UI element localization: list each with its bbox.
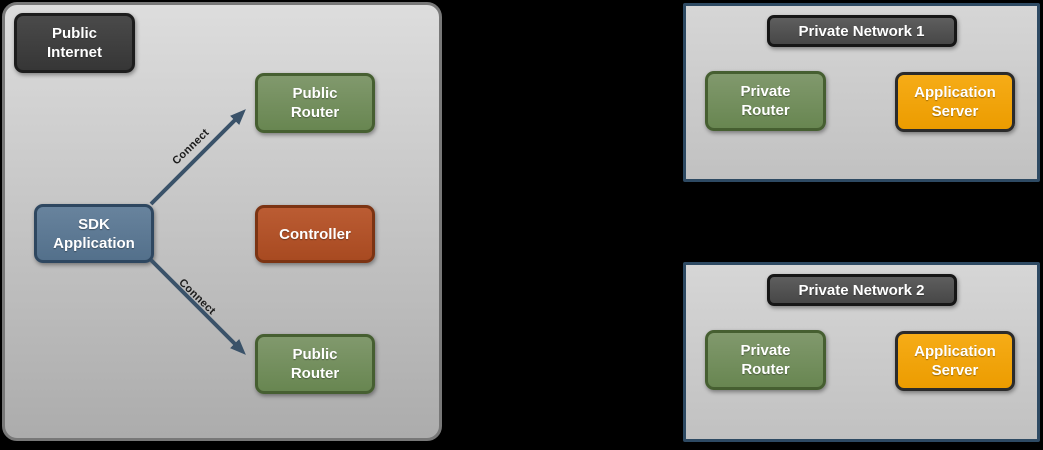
application-server-1-text: Application Server bbox=[914, 84, 996, 120]
sdk-application-text: SDK Application bbox=[53, 215, 135, 252]
public-router-top-text: Public Router bbox=[290, 85, 340, 121]
node-application-server-2: Application Server bbox=[895, 331, 1015, 391]
public-internet-label: Public Internet bbox=[14, 13, 135, 73]
public-internet-zone: Public Internet Public Router SDK Applic… bbox=[2, 2, 442, 441]
private-network-2-title-text: Private Network 2 bbox=[798, 281, 925, 299]
controller-text: Controller bbox=[279, 225, 351, 243]
private-network-1-title: Private Network 1 bbox=[766, 15, 957, 47]
public-internet-text: Public Internet bbox=[46, 25, 102, 61]
node-public-router-bottom: Public Router bbox=[255, 334, 375, 394]
private-network-2-title: Private Network 2 bbox=[766, 274, 957, 306]
private-network-1: Private Network 1 Private Router Applica… bbox=[683, 3, 1040, 182]
node-private-router-1: Private Router bbox=[705, 71, 826, 131]
node-private-router-2: Private Router bbox=[705, 330, 826, 390]
node-controller: Controller bbox=[255, 205, 375, 263]
public-router-bottom-text: Public Router bbox=[290, 346, 340, 382]
private-router-1-text: Private Router bbox=[740, 83, 791, 119]
application-server-2-text: Application Server bbox=[914, 343, 996, 379]
node-application-server-1: Application Server bbox=[895, 72, 1015, 132]
private-router-2-text: Private Router bbox=[740, 342, 791, 378]
node-sdk-application: SDK Application bbox=[34, 204, 154, 263]
node-public-router-top: Public Router bbox=[255, 73, 375, 133]
private-network-2: Private Network 2 Private Router Applica… bbox=[683, 262, 1040, 442]
private-network-1-title-text: Private Network 1 bbox=[798, 22, 925, 40]
